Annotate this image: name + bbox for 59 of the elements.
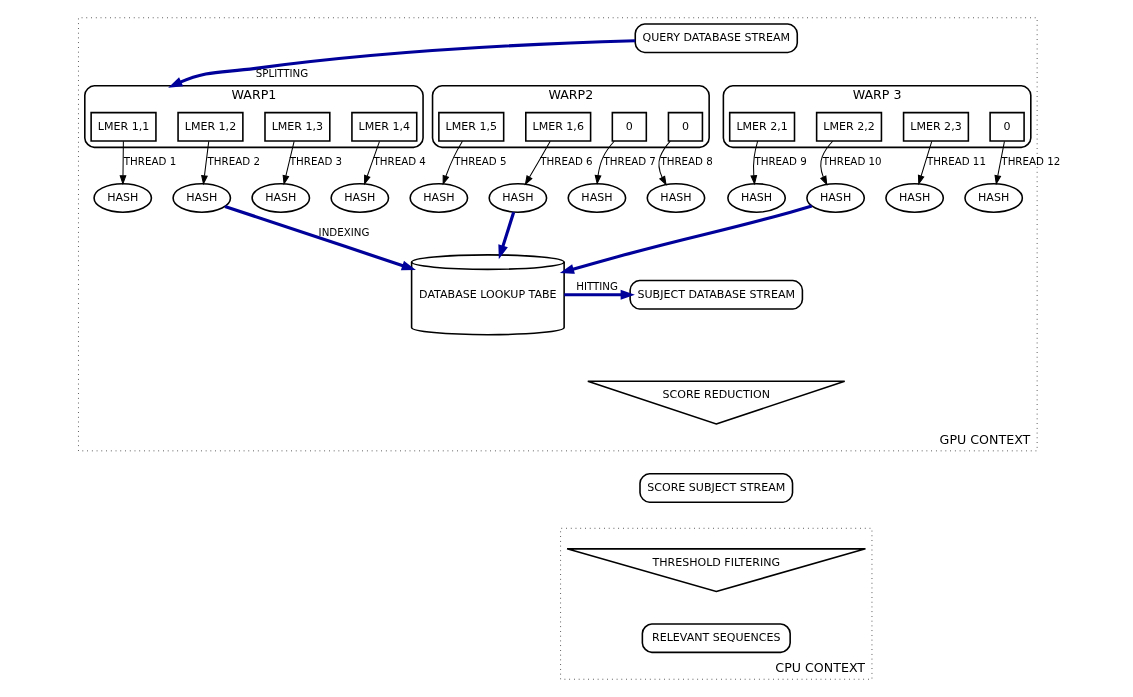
arrow: [819, 140, 834, 186]
edge-label: HITTING: [576, 279, 619, 292]
arrow: [201, 140, 210, 186]
node-box: LMER 1,2: [177, 111, 244, 142]
node-ellipse: HASH: [806, 182, 866, 213]
arrow: [224, 204, 416, 271]
edge-label: THREAD 4: [373, 155, 426, 168]
arrow: [168, 39, 636, 88]
arrow: [658, 140, 671, 186]
node-box: LMER 2,2: [815, 111, 883, 142]
arrow: [119, 140, 127, 186]
node-ellipse: HASH: [93, 182, 153, 213]
edge-label: THREAD 9: [754, 155, 807, 168]
edge-label: THREAD 12: [1001, 155, 1061, 168]
node-ellipse: HASH: [885, 182, 945, 213]
node-box: SUBJECT DATABASE STREAM: [629, 279, 804, 310]
node-box: 0: [667, 111, 704, 142]
node-box: 0: [611, 111, 648, 142]
arrow: [750, 140, 759, 186]
arrow: [364, 140, 380, 186]
node-box: SCORE SUBJECT STREAM: [639, 472, 794, 503]
node-ellipse: HASH: [330, 182, 390, 213]
arrow: [564, 289, 635, 300]
node-box: LMER 1,4: [351, 111, 418, 142]
node-box: QUERY DATABASE STREAM: [634, 23, 799, 54]
node-box: LMER 1,5: [438, 111, 505, 142]
arrow: [994, 140, 1005, 186]
arrow: [442, 140, 463, 186]
node-box: RELEVANT SEQUENCES: [641, 623, 791, 654]
node-box: LMER 1,6: [525, 111, 592, 142]
edge-label: THREAD 8: [660, 155, 713, 168]
node-ellipse: HASH: [646, 182, 706, 213]
arrow: [524, 140, 551, 186]
edge-label: INDEXING: [318, 226, 370, 239]
arrow: [282, 140, 295, 186]
node-ellipse: HASH: [964, 182, 1024, 213]
node-box: LMER 2,1: [728, 111, 796, 142]
edge-label: THREAD 10: [822, 155, 882, 168]
node-ellipse: HASH: [172, 182, 232, 213]
edge-label: THREAD 7: [603, 155, 656, 168]
edge-label: THREAD 6: [540, 155, 593, 168]
arrow: [594, 140, 615, 186]
node-box: LMER 2,3: [902, 111, 970, 142]
arrow: [917, 140, 933, 186]
edge-label: THREAD 11: [927, 155, 986, 168]
edge-label: SPLITTING: [255, 66, 309, 79]
edge-label: THREAD 5: [454, 155, 507, 168]
edge-label: THREAD 3: [289, 155, 343, 168]
arrow: [559, 204, 813, 274]
node-box: LMER 1,3: [264, 111, 331, 142]
arrow: [498, 211, 516, 260]
node-ellipse: HASH: [251, 182, 311, 213]
node-box: 0: [989, 111, 1025, 142]
node-ellipse: HASH: [488, 182, 548, 213]
node-ellipse: HASH: [409, 182, 469, 213]
node-box: LMER 1,1: [90, 111, 157, 142]
node-ellipse: HASH: [567, 182, 627, 213]
node-ellipse: HASH: [727, 182, 787, 213]
edge-label: THREAD 2: [207, 155, 260, 168]
